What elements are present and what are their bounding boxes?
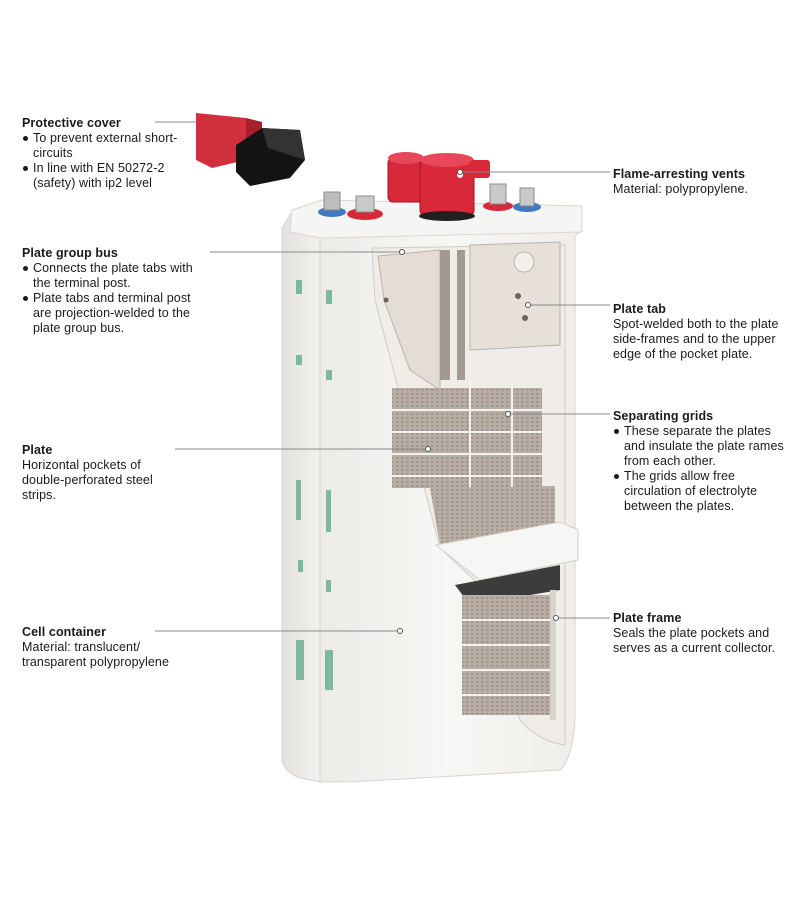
callout-title: Protective cover (22, 116, 121, 130)
protective-cover (196, 113, 305, 186)
callout-description: Material: translucent/ transparent polyp… (22, 640, 170, 669)
callout-title: Plate group bus (22, 246, 118, 260)
callout-title: Flame-arresting vents (613, 167, 746, 181)
callout-description: Horizontal pockets of double-perforated … (22, 458, 153, 502)
cutaway-interior (371, 241, 579, 746)
callout-plate-frame: Plate frame Seals the plate pockets and … (613, 611, 793, 656)
plate (392, 388, 542, 488)
callout-bullet: Plate tabs and terminal post are project… (22, 291, 212, 336)
callout-bullet: These separate the plates and insulate t… (613, 424, 788, 469)
callout-bullet: In line with EN 50272-2 (safety) with ip… (22, 161, 168, 191)
callout-cell-container: Cell container Material: translucent/ tr… (22, 625, 192, 670)
callout-title: Plate (22, 443, 53, 457)
callout-flame-arresting-vents: Flame-arresting vents Material: polyprop… (613, 167, 788, 197)
terminal-posts (318, 183, 541, 220)
callout-bullet: The grids allow free circulation of elec… (613, 469, 788, 514)
callout-bullet: Connects the plate tabs with the termina… (22, 261, 212, 291)
callout-plate-tab: Plate tab Spot-welded both to the plate … (613, 302, 793, 362)
callout-description: Seals the plate pockets and serves as a … (613, 626, 776, 655)
callout-title: Plate frame (613, 611, 682, 625)
callout-description: Spot-welded both to the plate side-frame… (613, 317, 779, 361)
callout-plate-group-bus: Plate group bus Connects the plate tabs … (22, 246, 212, 336)
callout-title: Cell container (22, 625, 107, 639)
plate-group-bus (377, 249, 441, 391)
callout-plate: Plate Horizontal pockets of double-perfo… (22, 443, 182, 503)
callout-title: Plate tab (613, 302, 666, 316)
callout-title: Separating grids (613, 409, 714, 423)
leader-lines (155, 121, 610, 632)
leader-dots (397, 169, 559, 634)
plate-frame (455, 565, 560, 720)
callout-separating-grids: Separating grids These separate the plat… (613, 409, 788, 514)
callout-description: Material: polypropylene. (613, 182, 749, 196)
callout-bullet: To prevent external short-circuits (22, 131, 182, 161)
callout-protective-cover: Protective cover To prevent external sho… (22, 116, 182, 191)
